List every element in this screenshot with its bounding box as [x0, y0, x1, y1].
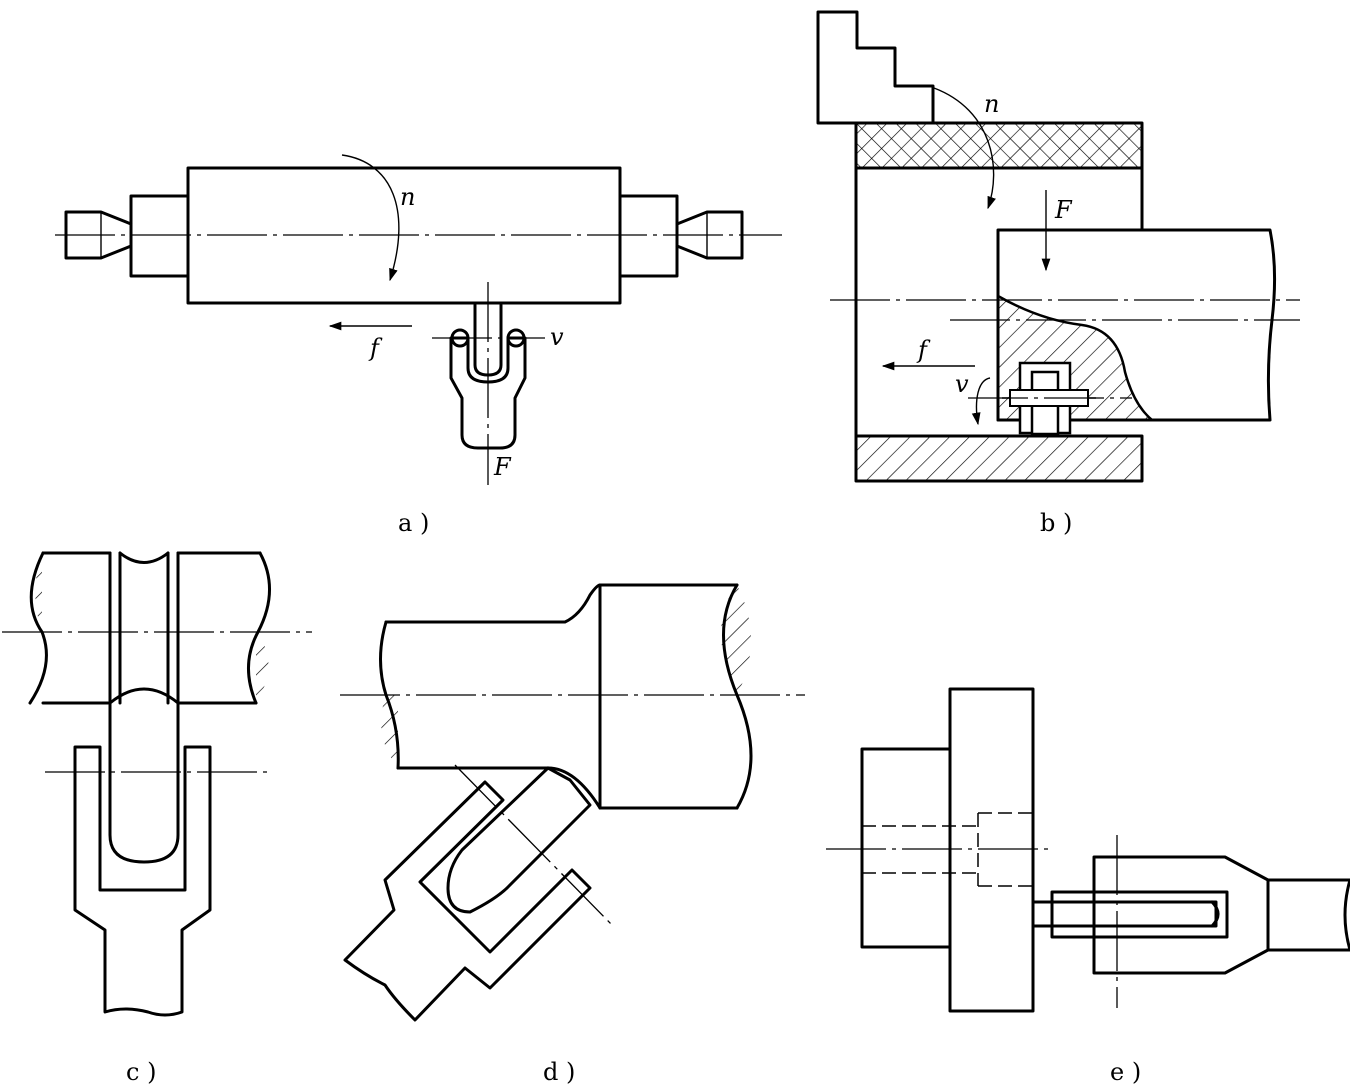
subfigure-a: n f v F a ) [55, 154, 782, 537]
subfigure-b: n F f v b ) [816, 10, 1300, 537]
roller-tool-body [449, 336, 527, 450]
caption-a: a ) [398, 509, 429, 537]
rotation-arrow-b [933, 87, 996, 210]
right-journal [618, 194, 679, 278]
caption-e: e ) [1110, 1058, 1141, 1085]
groove-top [118, 551, 170, 564]
subfigure-d: d ) [340, 583, 805, 1085]
subfigure-e: e ) [826, 687, 1350, 1085]
feed-symbol-b: f [916, 336, 931, 364]
rotation-symbol: n [400, 183, 415, 211]
shaft-breaks-d [379, 583, 753, 810]
tilted-roller [446, 766, 592, 914]
rotation-symbol-b: n [984, 90, 999, 118]
hidden-bore [862, 812, 1033, 887]
bore-upper-wall [854, 121, 1144, 170]
left-journal [129, 194, 190, 278]
stepped-chuck-jaw [816, 10, 935, 125]
flange [948, 687, 1035, 1013]
velocity-symbol-b: v [955, 370, 969, 398]
rotation-arrow [341, 154, 400, 282]
roller-holder-e [1092, 855, 1350, 975]
force-symbol-b: F [1054, 196, 1073, 224]
shaft-breaks [28, 551, 271, 705]
subfigure-c: c ) [2, 551, 312, 1085]
tilted-fork [343, 780, 592, 1022]
caption-c: c ) [126, 1058, 156, 1085]
roller-e [1031, 900, 1218, 928]
groove-walls [108, 551, 180, 705]
velocity-symbol: v [550, 323, 564, 351]
caption-d: d ) [543, 1058, 575, 1085]
roller-top [108, 687, 180, 705]
caption-b: b ) [1040, 509, 1072, 537]
feed-symbol: f [368, 334, 383, 362]
bore-lower-wall [854, 434, 1144, 483]
fork-holder [73, 745, 212, 1017]
force-symbol: F [493, 453, 512, 481]
roller-body [108, 701, 180, 864]
holder-slot [1050, 890, 1229, 939]
shaft-edges [41, 551, 262, 705]
velocity-arrow-b [971, 377, 991, 426]
face-workpiece [860, 747, 952, 949]
